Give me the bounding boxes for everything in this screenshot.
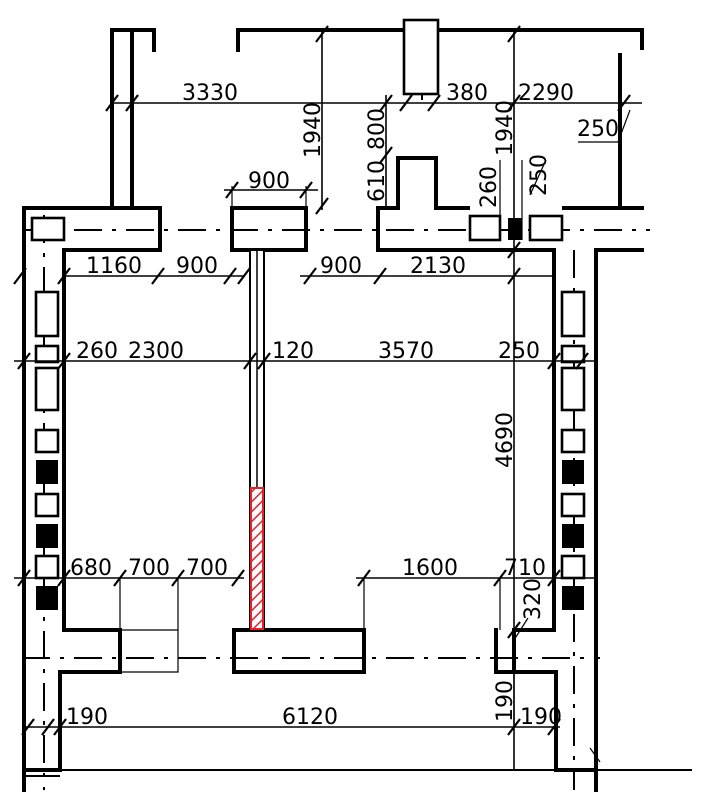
- dim-190-a: 190: [66, 705, 108, 730]
- dim-2300: 2300: [128, 339, 184, 364]
- partition-wall: [249, 249, 265, 631]
- structural-columns: [30, 18, 586, 610]
- dim-1600: 1600: [402, 556, 458, 581]
- hatched-segment: [250, 487, 264, 630]
- dim-250-vertical: 250: [527, 154, 552, 196]
- dim-260: 260: [76, 339, 118, 364]
- dim-250-b: 250: [498, 339, 540, 364]
- dim-6120: 6120: [282, 705, 338, 730]
- dim-900-a: 900: [176, 254, 218, 279]
- dim-120: 120: [272, 339, 314, 364]
- dim-2130: 2130: [410, 254, 466, 279]
- dim-2290: 2290: [518, 81, 574, 106]
- dim-260-vertical: 260: [477, 166, 502, 208]
- dim-190-vertical: 190: [493, 680, 518, 722]
- dim-1160: 1160: [86, 254, 142, 279]
- dim-190-b: 190: [520, 705, 562, 730]
- dim-700-b: 700: [186, 556, 228, 581]
- dim-250-top: 250: [577, 117, 619, 142]
- dim-680: 680: [70, 556, 112, 581]
- dim-610: 610: [365, 160, 390, 202]
- dim-710: 710: [504, 556, 546, 581]
- dim-320: 320: [521, 578, 546, 620]
- dim-3570: 3570: [378, 339, 434, 364]
- dim-700-a: 700: [128, 556, 170, 581]
- dimension-labels: 3330 380 2290 250 1940 800 610 1940 260 …: [66, 81, 619, 730]
- dim-380: 380: [446, 81, 488, 106]
- dim-900-top: 900: [248, 169, 290, 194]
- walls: [22, 28, 692, 792]
- dim-1940-left: 1940: [301, 102, 326, 158]
- dim-800: 800: [365, 108, 390, 150]
- dim-1940-right: 1940: [493, 100, 518, 156]
- dim-4690: 4690: [493, 412, 518, 468]
- dim-900-b: 900: [320, 254, 362, 279]
- dimension-lines: [13, 25, 642, 770]
- dim-3330: 3330: [182, 81, 238, 106]
